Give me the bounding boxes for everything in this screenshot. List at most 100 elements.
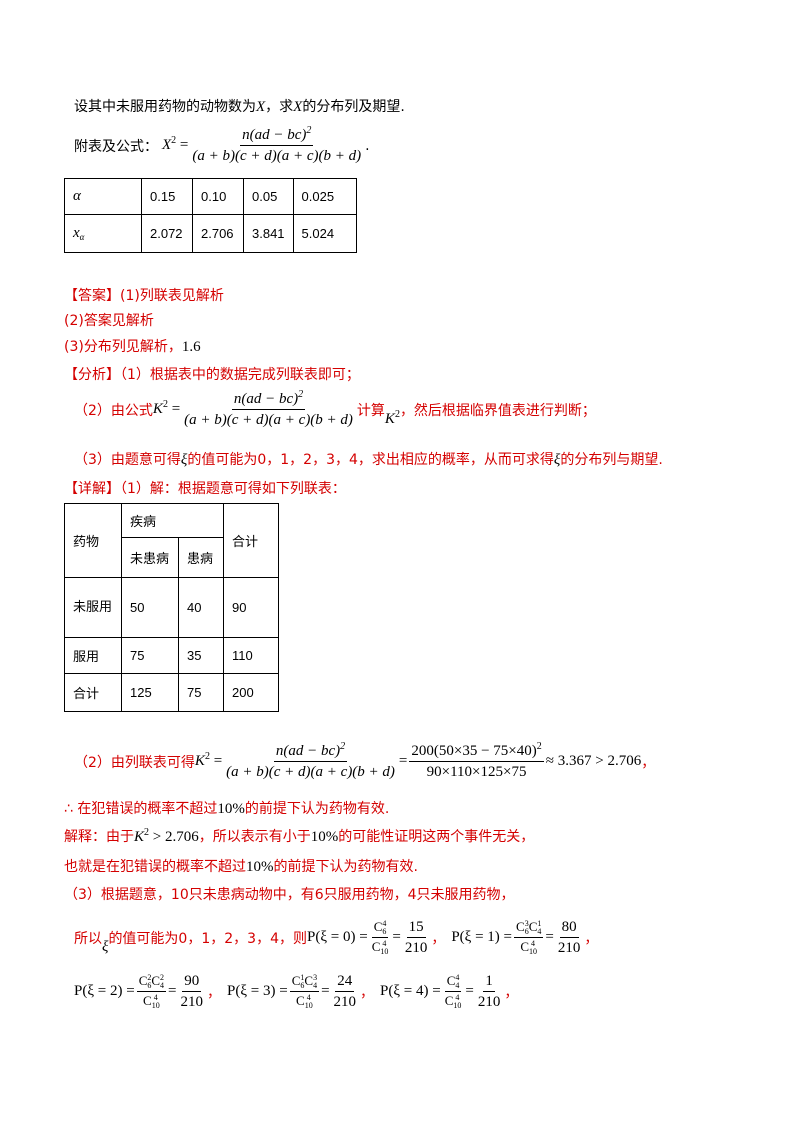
k-squared-numeric-fraction: 200(50×35 − 75×40)2 90×110×125×75 xyxy=(409,741,544,780)
table-cell: 200 xyxy=(223,673,279,712)
prob-lhs: P(ξ = 4) = xyxy=(380,983,441,999)
answer-line-2: (2)答案见解析 xyxy=(64,310,154,330)
formula-line: 附表及公式： X2 = n(ad − bc)2 (a + b)(c + d)(a… xyxy=(74,126,370,165)
answer-tag: 【答案】 xyxy=(64,288,120,304)
k-squared-result: ≈ 3.367 > 2.706 xyxy=(545,753,642,769)
table-cell: 35 xyxy=(178,637,224,674)
table-cell: 40 xyxy=(178,577,224,638)
analysis-text: 的值可能为0，1，2，3，4，求出相应的概率，从而可求得 xyxy=(187,452,554,468)
table-cell: 0.05 xyxy=(243,178,294,215)
table-cell: 50 xyxy=(121,577,179,638)
percent: 10% xyxy=(310,829,339,845)
k-squared-fraction: n(ad − bc)2 (a + b)(c + d)(a + c)(b + d) xyxy=(226,741,395,781)
comma: ， xyxy=(360,984,375,1001)
analysis-text: 的分布列与期望. xyxy=(560,452,663,468)
table-cell: 125 xyxy=(121,673,179,712)
header-total: 合计 xyxy=(223,503,279,578)
prob-value-fraction: 90 210 xyxy=(180,973,204,1010)
part3-text: 的值可能为0，1，2，3，4，则 xyxy=(108,930,307,947)
analysis-text: 计算 xyxy=(356,402,385,419)
analysis-text: ，然后根据临界值表进行判断； xyxy=(399,402,596,419)
table-cell: 75 xyxy=(178,673,224,712)
conclusion-text: ∴ 在犯错误的概率不超过 xyxy=(64,801,218,817)
comma: ， xyxy=(207,984,222,1001)
prob-value-fraction: 24 210 xyxy=(333,973,357,1010)
part3-line-1: （3）根据题意，10只未患病动物中，有6只服用药物，4只未服用药物， xyxy=(64,884,515,904)
part3-text: 所以 xyxy=(74,930,102,947)
formula-fraction: n(ad − bc)2 (a + b)(c + d)(a + c)(b + d) xyxy=(192,125,362,165)
conclusion-text: 的可能性证明这两个事件无关， xyxy=(338,829,535,845)
header-disease: 疾病 xyxy=(121,503,224,538)
alpha-header: α xyxy=(64,178,142,215)
k-squared: K2 xyxy=(384,409,400,428)
table-cell: 3.841 xyxy=(243,214,294,253)
comma: ， xyxy=(641,754,656,771)
prob-value-fraction: 15 210 xyxy=(404,919,428,956)
answer-text: (3)分布列见解析， xyxy=(64,339,182,355)
formula-label: 附表及公式： xyxy=(74,138,158,155)
contingency-table: 药物 疾病 合计 未患病 患病 未服用 50 40 90 服用 75 35 11… xyxy=(64,503,279,712)
header-drug: 药物 xyxy=(64,503,122,578)
conclusion-text: 解释：由于 xyxy=(64,829,134,845)
k-squared: K2 = xyxy=(152,399,181,418)
answer-line-1: 【答案】(1)列联表见解析 xyxy=(64,285,224,305)
var-xi: ξ xyxy=(102,939,109,955)
part2-text: （2）由列联表可得 xyxy=(74,754,195,771)
formula-lhs: X2 = xyxy=(162,135,189,154)
prob-lhs: P(ξ = 1) = xyxy=(451,929,513,945)
detail-line-1: 【详解】（1）解：根据题意可得如下列联表： xyxy=(64,478,346,498)
conclusion-line-2: 解释：由于K2 > 2.706，所以表示有小于10%的可能性证明这两个事件无关， xyxy=(64,826,534,846)
table-cell: 2.706 xyxy=(192,214,244,253)
comma: ， xyxy=(584,930,599,947)
table-cell: 0.025 xyxy=(292,178,357,215)
analysis-tag: 【分析】 xyxy=(64,367,120,383)
conclusion-text: 的前提下认为药物有效. xyxy=(273,859,418,875)
equals: = xyxy=(398,753,408,769)
table-cell: 2.072 xyxy=(141,214,193,253)
analysis-text: （2）由公式 xyxy=(74,402,153,419)
intro-text: ，求 xyxy=(265,99,294,115)
intro-text: 的分布列及期望. xyxy=(302,99,405,115)
conclusion-text: 的前提下认为药物有效. xyxy=(244,801,390,817)
table-cell: 5.024 xyxy=(292,214,357,253)
table-cell: 110 xyxy=(223,637,279,674)
comma: ， xyxy=(431,930,446,947)
table-cell: 0.15 xyxy=(141,178,193,215)
prob-lhs: P(ξ = 2) = xyxy=(74,983,135,999)
k-squared-inequality: K2 > 2.706 xyxy=(134,827,199,846)
percent: 10% xyxy=(246,859,274,875)
prob-lhs: P(ξ = 3) = xyxy=(227,983,288,999)
answer-text: (1)列联表见解析 xyxy=(120,288,224,304)
detail-tag: 【详解】 xyxy=(64,481,120,497)
analysis-line-2: （2）由公式 K2 = n(ad − bc)2 (a + b)(c + d)(a… xyxy=(74,390,596,429)
conclusion-line-1: ∴ 在犯错误的概率不超过10%的前提下认为药物有效. xyxy=(64,798,389,818)
var-x: X xyxy=(256,99,266,115)
critical-value-table: α 0.15 0.10 0.05 0.025 xα 2.072 2.706 3.… xyxy=(64,178,357,253)
intro-text: 设其中未服用药物的动物数为 xyxy=(74,99,256,115)
detail-text: （1）解：根据题意可得如下列联表： xyxy=(120,481,346,497)
var-x: X xyxy=(293,99,303,115)
table-cell: 75 xyxy=(121,637,179,674)
analysis-line-1: 【分析】（1）根据表中的数据完成列联表即可； xyxy=(64,364,360,384)
k-squared-fraction: n(ad − bc)2 (a + b)(c + d)(a + c)(b + d) xyxy=(184,389,353,429)
comma: ， xyxy=(504,984,519,1001)
k-squared: K2 = xyxy=(194,751,223,770)
conclusion-line-3: 也就是在犯错误的概率不超过10%的前提下认为药物有效. xyxy=(64,856,418,876)
answer-line-3: (3)分布列见解析，1.6 xyxy=(64,336,201,356)
period: . xyxy=(365,137,370,154)
header-ill: 患病 xyxy=(178,537,224,578)
part2-line: （2）由列联表可得 K2 = n(ad − bc)2 (a + b)(c + d… xyxy=(74,742,655,781)
prob-value-fraction: 80 210 xyxy=(557,919,581,956)
prob-value-fraction: 1 210 xyxy=(477,973,501,1010)
answer-text: (2)答案见解析 xyxy=(64,313,154,329)
intro-line: 设其中未服用药物的动物数为X，求X的分布列及期望. xyxy=(74,96,405,116)
part3-text: （3）根据题意，10只未患病动物中，有6只服用药物，4只未服用药物， xyxy=(64,887,515,903)
conclusion-text: ，所以表示有小于 xyxy=(198,829,311,845)
conclusion-text: 也就是在犯错误的概率不超过 xyxy=(64,859,246,875)
row-label: 合计 xyxy=(64,673,122,712)
